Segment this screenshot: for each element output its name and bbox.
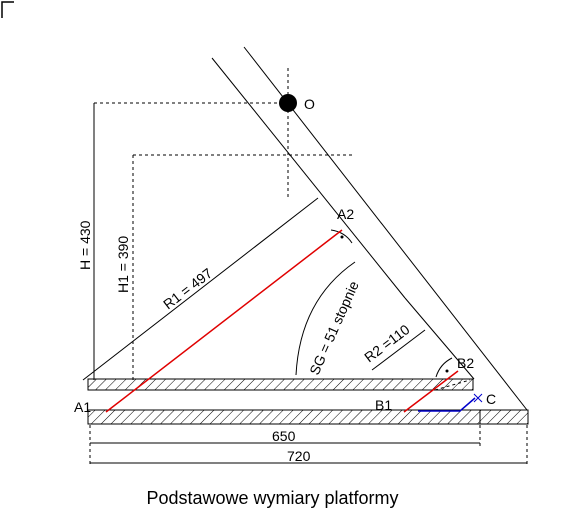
c-mark (473, 393, 483, 403)
label-a2: A2 (337, 206, 354, 222)
label-b2: B2 (457, 355, 474, 371)
lower-platform (87, 409, 529, 425)
sg-angle-arc (295, 261, 356, 376)
b2-dot (445, 369, 449, 373)
arm-b1-b2 (403, 370, 459, 413)
a2-right-angle-mark (330, 229, 353, 244)
label-o: O (304, 96, 315, 112)
arm-a1-a2 (105, 229, 343, 413)
corner-mark (1, 1, 14, 18)
label-650: 650 (272, 428, 296, 444)
label-r1: R1 = 497 (160, 265, 215, 313)
pivot-o (279, 94, 297, 112)
label-720: 720 (287, 448, 311, 464)
label-a1: A1 (74, 399, 91, 415)
label-h1: H1 = 390 (115, 236, 131, 293)
diagram-caption: Podstawowe wymiary platformy (146, 488, 399, 508)
construction-lines (89, 68, 528, 466)
r1-dimension-line (82, 197, 319, 381)
a2-dot (340, 235, 344, 239)
label-b1: B1 (375, 397, 392, 413)
label-h: H = 430 (77, 220, 93, 270)
blue-link (418, 397, 476, 412)
label-sg: SG = 51 stopnie (306, 278, 362, 377)
label-c: C (486, 391, 496, 407)
r2-dimension-line (371, 329, 426, 371)
upper-platform (87, 378, 474, 391)
b2-right-angle-mark (435, 357, 453, 378)
